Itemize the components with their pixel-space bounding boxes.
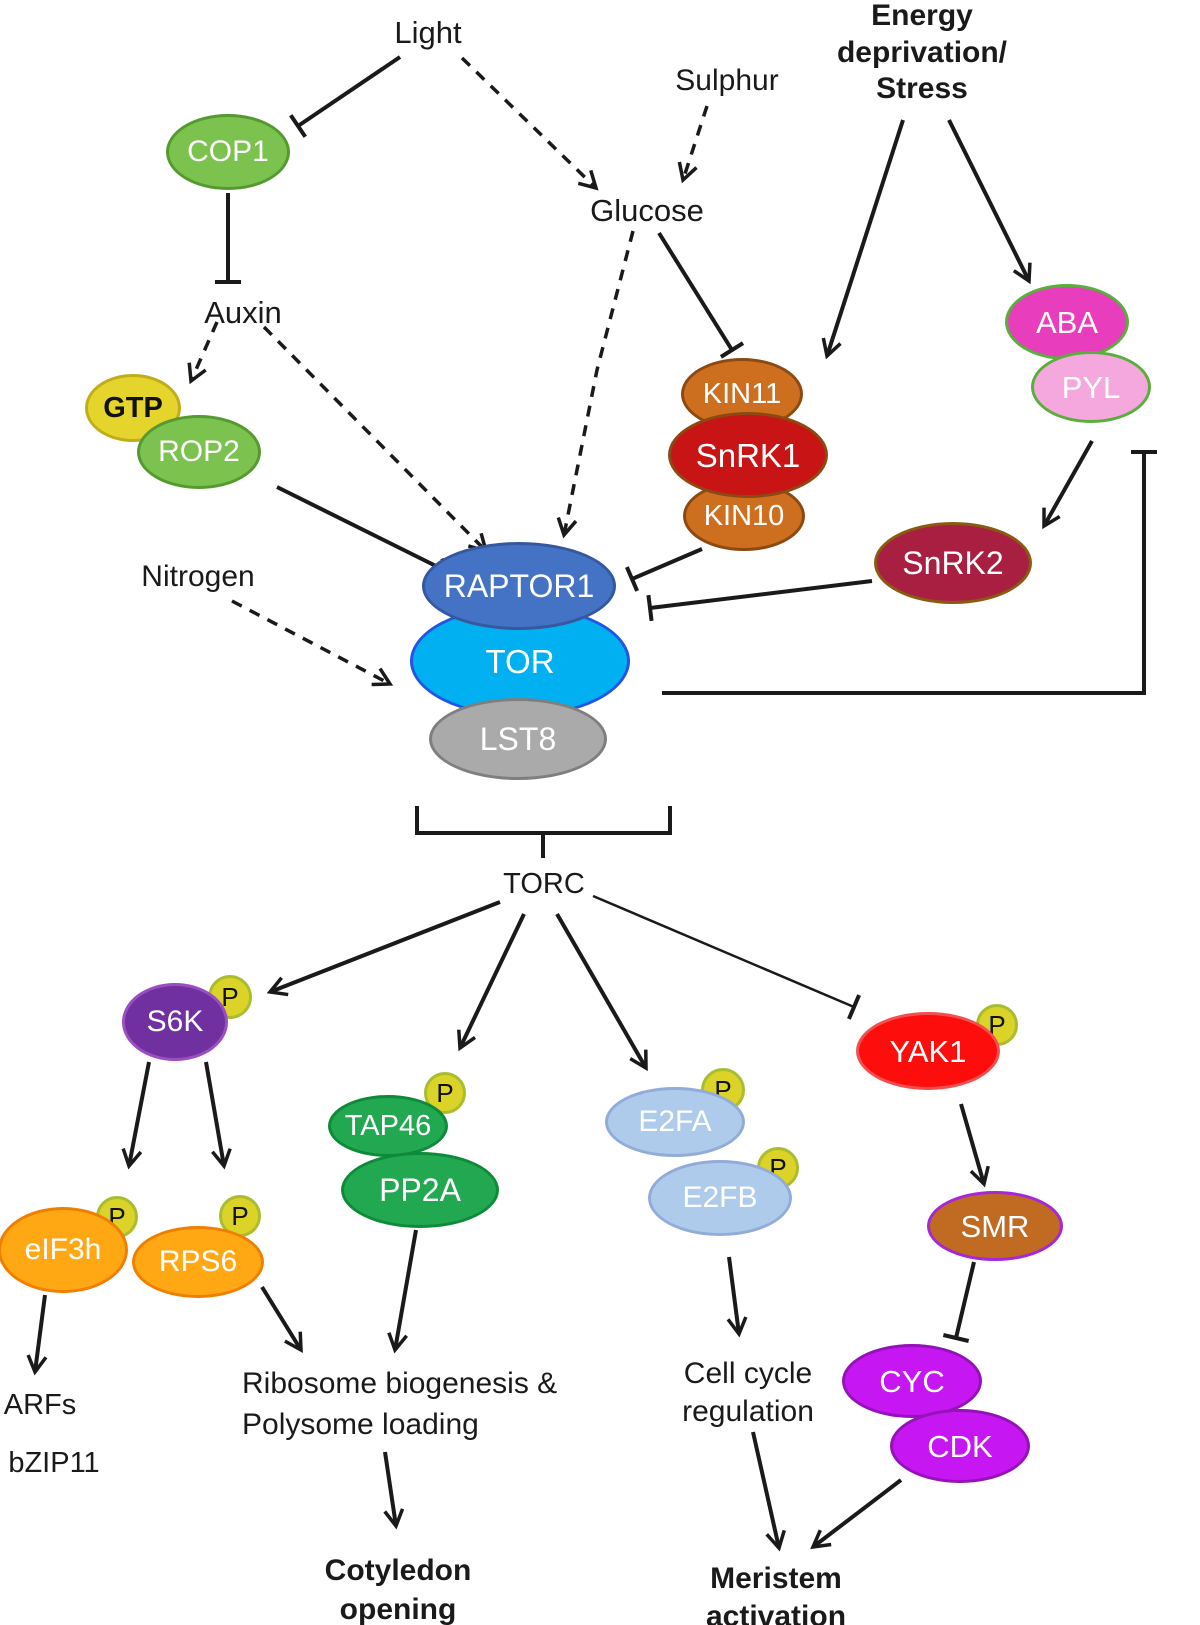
node-e2fa: E2FA	[605, 1087, 745, 1157]
edge-kin10-inhibits-raptor1	[625, 547, 703, 592]
node-cyc: CYC	[842, 1344, 982, 1418]
node-snrk2: SnRK2	[874, 522, 1032, 604]
edge-smr-inhibits-cyc	[942, 1261, 976, 1343]
edge-light-to-glucose	[460, 56, 599, 191]
edge-cellcycle-to-meristem	[751, 1431, 786, 1552]
label-meristem-activation: Meristem activation	[705, 1562, 847, 1625]
torc-bracket	[415, 806, 672, 835]
edge-glucose-inhibits-kin11	[657, 231, 745, 359]
edge-yak1-to-smr	[959, 1103, 990, 1188]
node-pp2a: PP2A	[341, 1152, 499, 1228]
node-eif3h: eIF3h	[0, 1207, 128, 1293]
edge-auxin-to-rop2	[187, 321, 219, 385]
node-s6k: S6K	[122, 983, 228, 1061]
node-cop1: COP1	[166, 114, 290, 190]
node-raptor1: RAPTOR1	[422, 542, 616, 630]
label-torc: TORC	[503, 868, 585, 900]
label-arfs: ARFs	[3, 1389, 77, 1421]
label-energy-deprivation-stress: Energy deprivation/ Stress	[836, 0, 1008, 106]
edge-rop2-to-raptor1	[276, 485, 456, 577]
edge-energy-to-aba	[947, 119, 1032, 285]
edge-pp2a-to-ribosome	[387, 1229, 418, 1354]
edge-nitrogen-to-tor	[231, 599, 394, 687]
edge-auxin-to-raptor1	[262, 325, 489, 554]
edge-pyl-to-snrk2	[1042, 440, 1094, 530]
node-cdk: CDK	[890, 1409, 1030, 1483]
edge-s6k-to-rps6	[204, 1061, 232, 1170]
node-yak1: YAK1	[856, 1012, 1000, 1090]
phosphate-badge-tap46: P	[424, 1072, 466, 1114]
edge-tor-inhibits-pyl	[662, 450, 1157, 695]
label-glucose: Glucose	[590, 193, 704, 228]
node-snrk1: SnRK1	[668, 412, 828, 498]
label-nitrogen: Nitrogen	[141, 560, 255, 593]
edge-sulphur-to-glucose	[677, 105, 709, 184]
label-light: Light	[394, 15, 462, 50]
edge-light-inhibits-cop1	[289, 55, 402, 138]
edge-e2fb-to-cellcycle	[726, 1256, 748, 1338]
label-cell-cycle-regulation: Cell cycle regulation	[682, 1357, 814, 1428]
node-rps6: RPS6	[132, 1226, 264, 1298]
node-tap46: TAP46	[328, 1095, 448, 1157]
edge-cdk-to-meristem	[810, 1478, 903, 1550]
label-auxin: Auxin	[204, 295, 282, 330]
label-ribosome-biogenesis: Ribosome biogenesis & Polysome loading	[242, 1367, 558, 1441]
edge-ribosome-to-cotyledon	[383, 1451, 405, 1530]
edge-s6k-to-eif3h	[121, 1061, 151, 1170]
edge-torc-to-s6k	[266, 900, 501, 997]
edge-rps6-to-ribosome	[260, 1285, 303, 1354]
edge-energy-to-kin11	[821, 119, 905, 360]
edge-torc-to-e2fa	[555, 912, 648, 1072]
node-e2fb: E2FB	[648, 1160, 792, 1236]
node-pyl: PYL	[1031, 351, 1151, 423]
node-smr: SMR	[927, 1191, 1063, 1261]
edge-torc-to-tap46	[457, 913, 526, 1052]
edge-eif3h-to-arfs	[26, 1294, 48, 1376]
node-rop2: ROP2	[137, 415, 261, 489]
node-lst8: LST8	[429, 698, 607, 780]
edge-torc-inhibits-yak1	[592, 894, 861, 1020]
edge-glucose-to-raptor1	[556, 230, 635, 539]
label-cotyledon-opening: Cotyledon opening	[324, 1554, 472, 1625]
node-aba: ABA	[1005, 284, 1129, 360]
label-bzip11: bZIP11	[8, 1447, 100, 1479]
label-sulphur: Sulphur	[675, 64, 779, 97]
edge-snrk2-inhibits-raptor1	[646, 579, 873, 622]
